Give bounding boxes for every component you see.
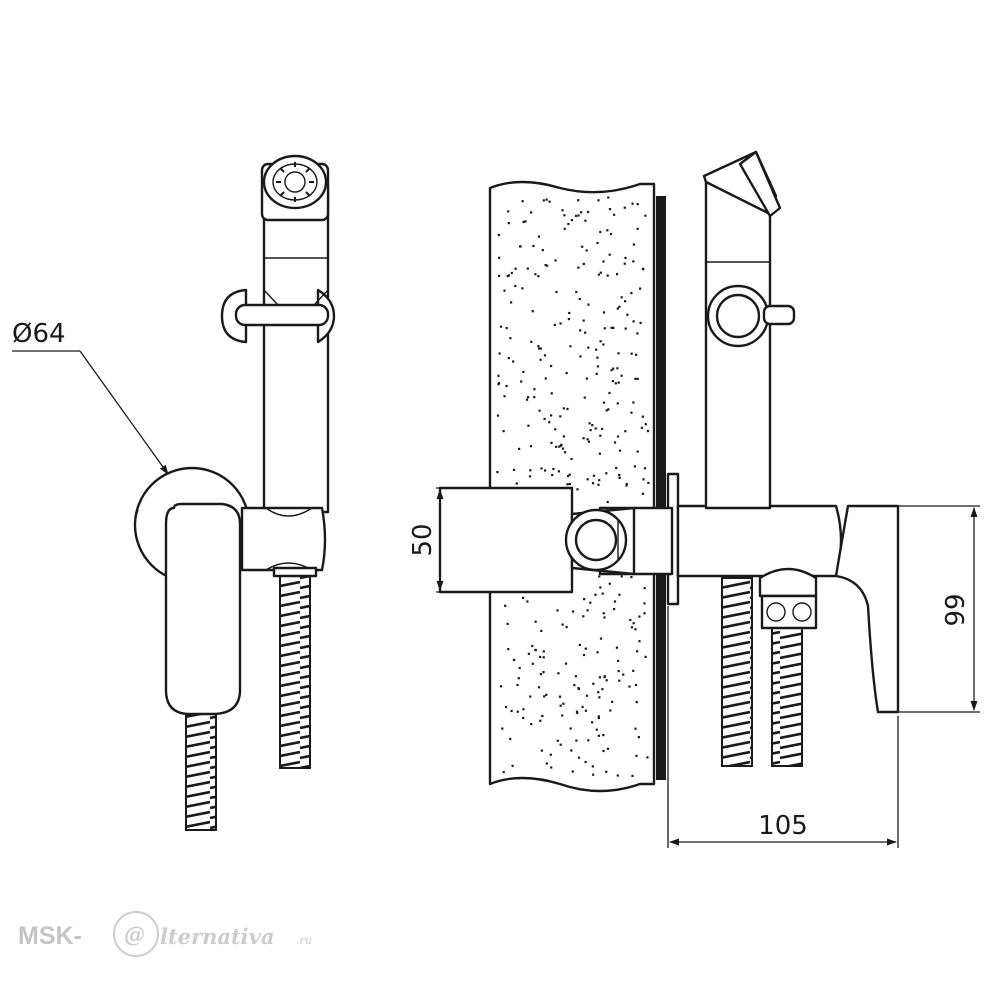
diameter-leader — [12, 350, 169, 475]
side-view: 50 99 105 — [408, 150, 980, 848]
dim-99 — [896, 505, 980, 713]
svg-text:@: @ — [124, 922, 145, 947]
dim-50 — [436, 487, 500, 593]
svg-text:MSK-: MSK- — [18, 922, 82, 950]
holder-elbow — [240, 506, 327, 578]
supply-hose — [185, 711, 217, 831]
dim-105 — [667, 606, 899, 848]
lever-side — [834, 504, 900, 714]
height-label-50: 50 — [408, 523, 438, 556]
hose-side-2 — [771, 627, 803, 767]
svg-text:.ru: .ru — [296, 934, 312, 947]
diameter-label: Ø64 — [12, 319, 66, 349]
depth-label-105: 105 — [758, 811, 808, 841]
concealed-box — [438, 486, 574, 594]
hand-shower-head — [260, 154, 330, 222]
front-view: Ø64 — [12, 154, 336, 831]
hose-side-1 — [721, 577, 753, 767]
body-height-label-99: 99 — [941, 593, 971, 626]
wall-tile-line — [656, 196, 666, 780]
trigger-button — [220, 288, 336, 344]
wall-section — [488, 180, 666, 793]
handset-hose — [279, 571, 311, 769]
hand-shower-body — [262, 184, 330, 514]
hand-shower-side — [702, 150, 796, 510]
mixer-body — [676, 504, 843, 578]
svg-text:lternativa: lternativa — [160, 924, 274, 949]
hose-nut — [758, 567, 818, 630]
outlet-bracket — [564, 506, 674, 576]
mixer-lever — [134, 502, 242, 716]
watermark-logo: MSK- @ lternativa .ru — [18, 911, 312, 957]
